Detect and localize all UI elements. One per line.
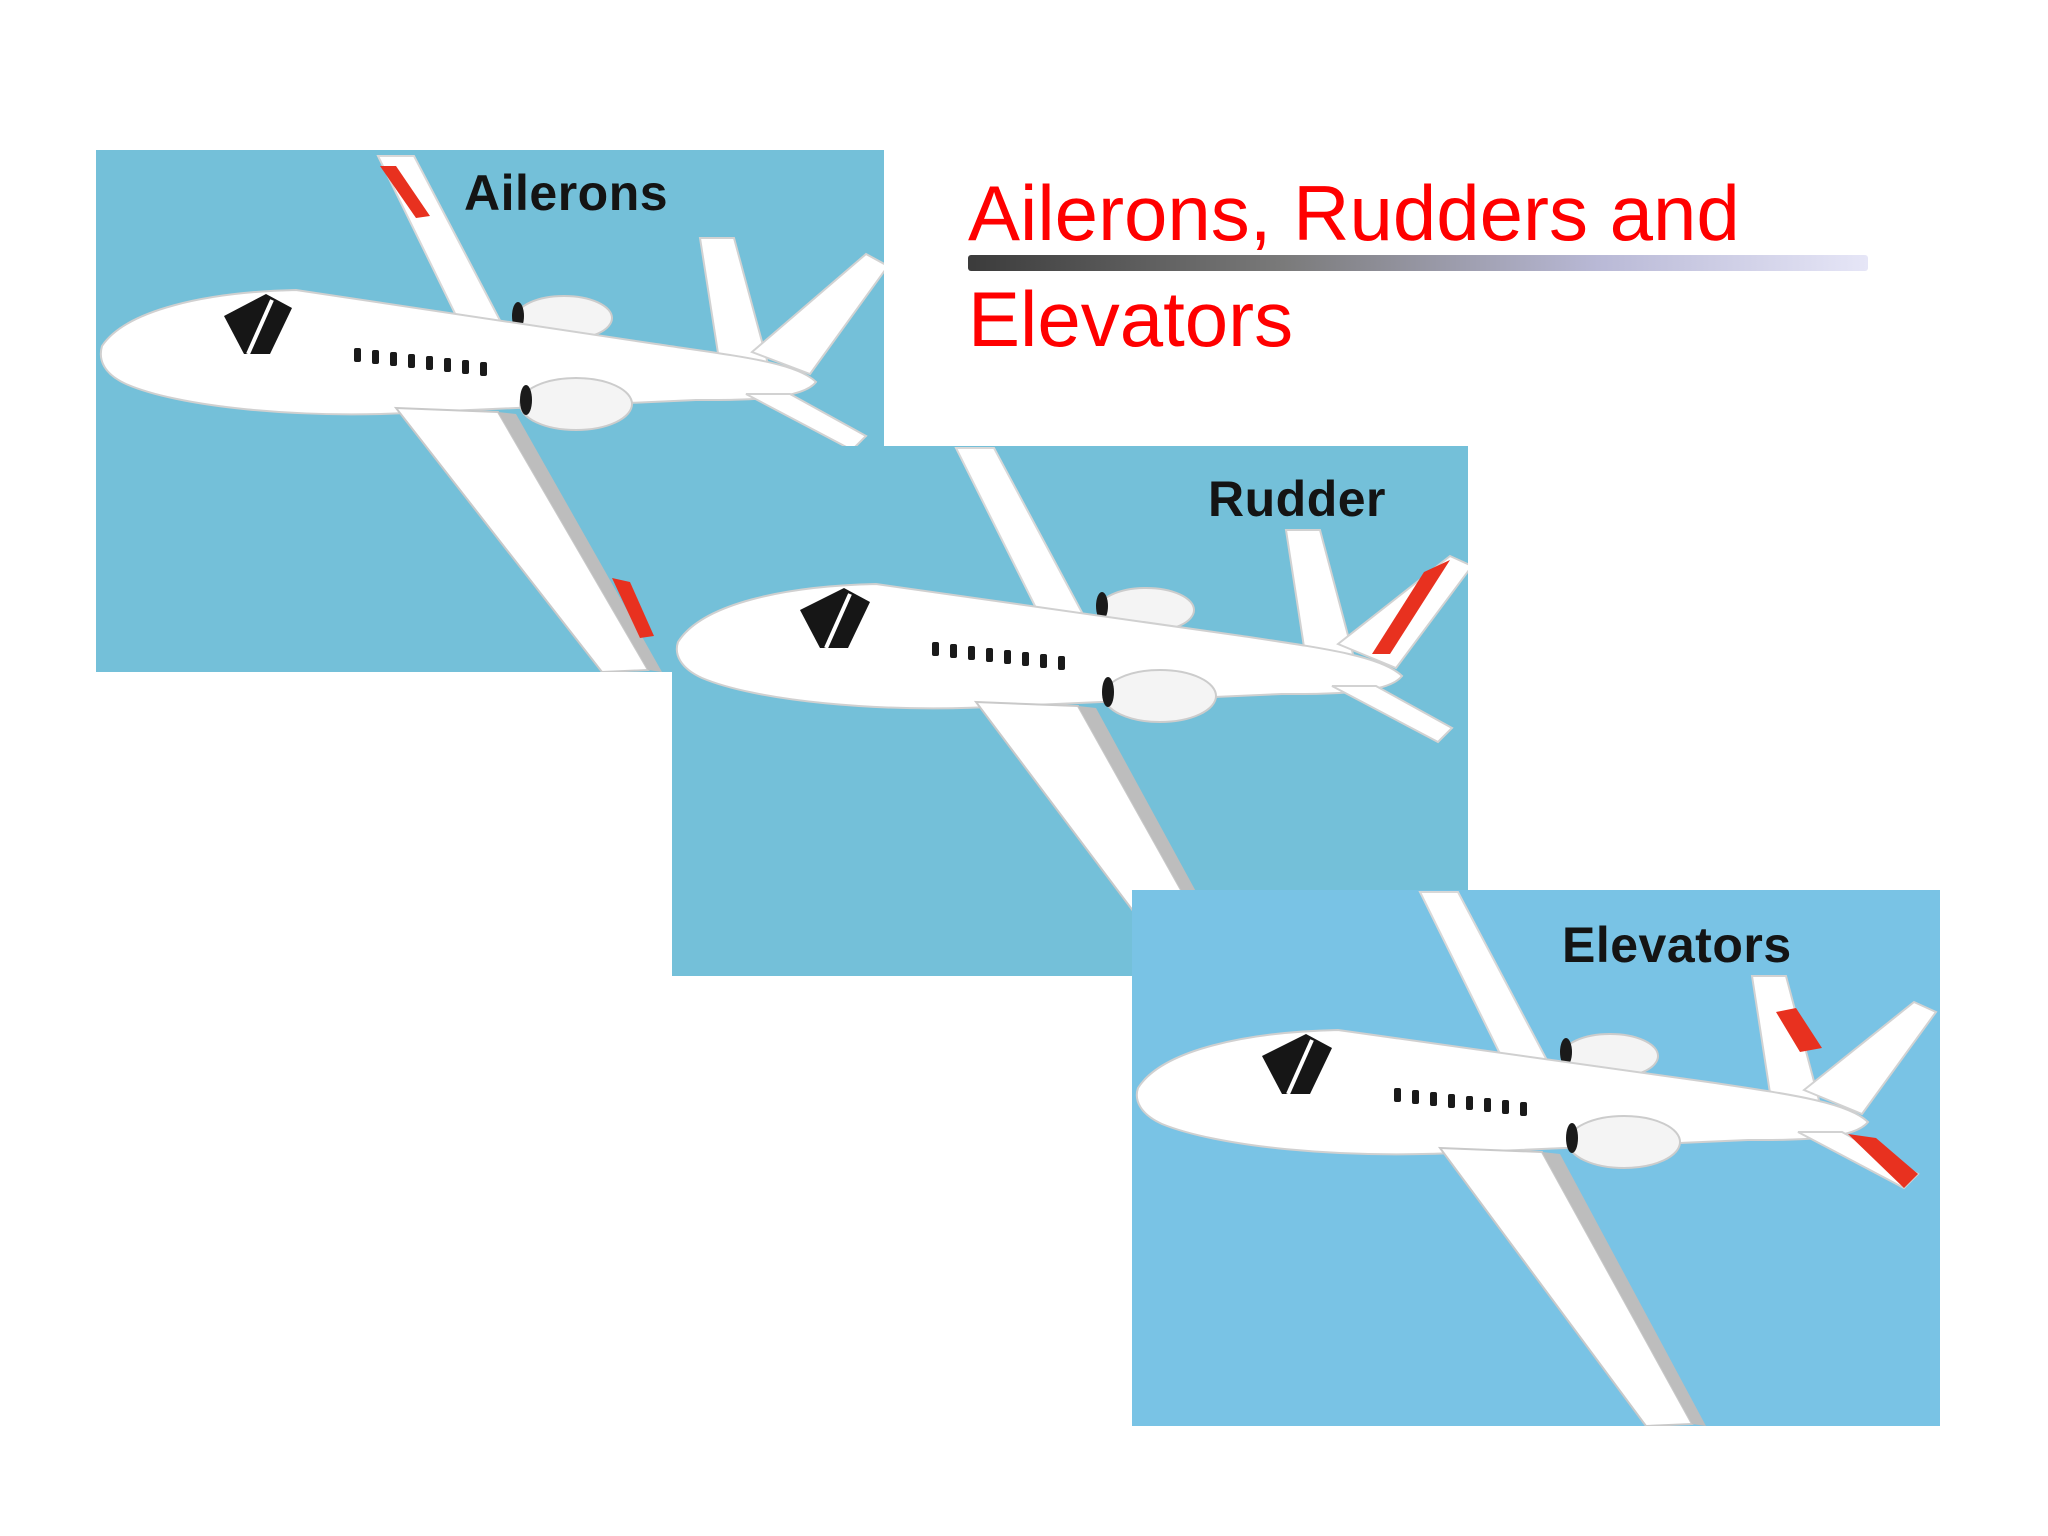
airplane [99, 155, 884, 672]
rudder-surface [1372, 560, 1450, 654]
airplane-icon [99, 155, 884, 672]
aileron-lower [612, 578, 654, 638]
rudder-panel: Rudder [672, 446, 1468, 976]
slide-title-line-1: Ailerons, Rudders and [968, 169, 1740, 257]
rudder-label: Rudder [1208, 471, 1386, 527]
title-underline [968, 255, 1868, 271]
elevators-panel: Elevators [1132, 890, 1940, 1426]
aileron-upper [380, 166, 430, 218]
elevators-label: Elevators [1562, 917, 1792, 973]
elevator-upper [1776, 1008, 1822, 1052]
elevator-lower [1848, 1134, 1918, 1188]
ailerons-label: Ailerons [464, 165, 669, 221]
slide-title-line-2: Elevators [968, 275, 1294, 363]
airplane [1135, 891, 1938, 1426]
airplane-icon [1135, 891, 1938, 1426]
slide-title: Ailerons, Rudders and Elevators [968, 160, 1888, 372]
